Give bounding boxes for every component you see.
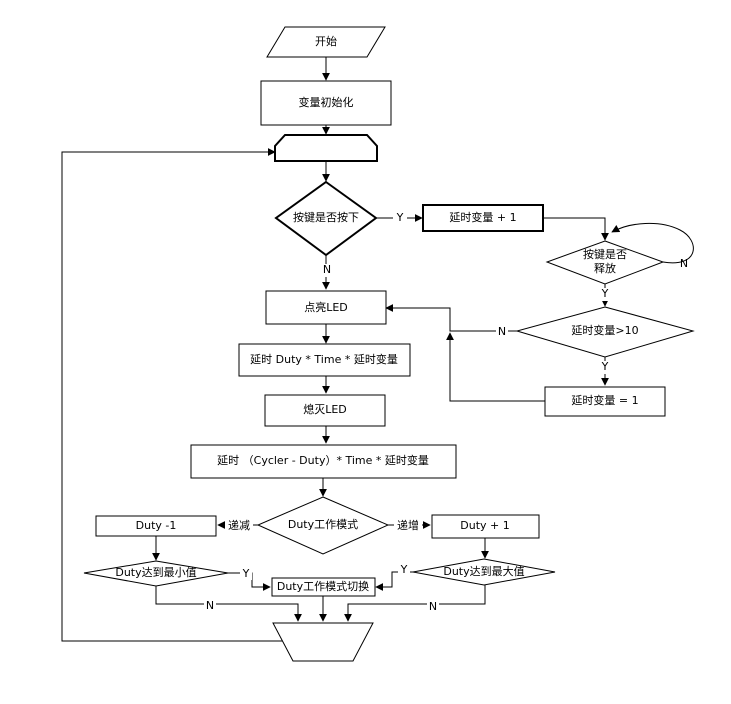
key-pressed-decision: 按键是否按下: [274, 180, 378, 257]
label-key-yes: Y: [396, 211, 404, 224]
start-node: 开始: [266, 26, 386, 58]
duty-dec-label: Duty -1: [136, 519, 177, 532]
key-released-label-2: 释放: [594, 261, 616, 275]
key-released-label-1: 按键是否: [583, 247, 627, 261]
label-released-yes: Y: [601, 287, 609, 300]
led-on-label: 点亮LED: [304, 300, 348, 314]
delay-set1-label: 延时变量 = 1: [571, 393, 638, 407]
label-max-yes: Y: [400, 563, 408, 576]
label-increment: 递增: [397, 518, 419, 532]
duty-mode-label: Duty工作模式: [288, 518, 358, 531]
key-released-decision: 按键是否 释放: [545, 240, 665, 285]
init-label: 变量初始化: [299, 95, 354, 109]
edge-loop-back: [61, 148, 283, 642]
delay-gt10-label: 延时变量>10: [571, 323, 638, 337]
key-pressed-label: 按键是否按下: [293, 210, 359, 224]
label-min-yes: Y: [242, 567, 250, 580]
edge-set1-back: [446, 332, 545, 402]
duty-inc-node: Duty + 1: [431, 514, 540, 539]
duty-max-label: Duty达到最大值: [443, 564, 524, 578]
duty-max-decision: Duty达到最大值: [412, 558, 556, 586]
delay-off-node: 延时 （Cycler - Duty）* Time * 延时变量: [190, 444, 457, 479]
label-gt10-no: N: [498, 325, 506, 338]
loop-end-node: [272, 622, 374, 662]
connectors: [61, 57, 694, 642]
edge-min-no: [155, 586, 302, 622]
mode-switch-node: Duty工作模式切换: [271, 577, 376, 597]
start-label: 开始: [315, 34, 337, 48]
label-min-no: N: [206, 599, 214, 612]
delay-on-label: 延时 Duty * Time * 延时变量: [250, 352, 398, 366]
edge-labels: Y N N Y N Y 递减 递增 Y Y N N: [204, 211, 688, 613]
duty-dec-node: Duty -1: [95, 515, 217, 537]
label-released-no: N: [680, 257, 688, 270]
label-gt10-yes: Y: [601, 360, 609, 373]
delay-inc-label: 延时变量 + 1: [449, 210, 516, 224]
edge-max-no: [344, 585, 486, 622]
edge-gt10-no: [385, 304, 518, 332]
delay-inc-node: 延时变量 + 1: [422, 204, 544, 232]
mode-switch-label: Duty工作模式切换: [277, 579, 369, 593]
delay-on-node: 延时 Duty * Time * 延时变量: [238, 343, 411, 377]
delay-off-label: 延时 （Cycler - Duty）* Time * 延时变量: [217, 453, 429, 467]
edge-inc-released: [543, 217, 609, 241]
led-on-node: 点亮LED: [265, 290, 387, 325]
label-decrement: 递减: [228, 518, 250, 532]
led-off-node: 熄灭LED: [264, 394, 386, 427]
duty-min-decision: Duty达到最小值: [83, 560, 229, 587]
loop-start-node: [274, 134, 378, 162]
edge-released-no: [611, 222, 694, 264]
led-off-label: 熄灭LED: [303, 402, 347, 416]
init-node: 变量初始化: [260, 80, 392, 126]
duty-min-label: Duty达到最小值: [115, 566, 196, 579]
label-max-no: N: [429, 600, 437, 613]
duty-inc-label: Duty + 1: [460, 519, 509, 532]
label-key-no: N: [323, 263, 331, 276]
duty-mode-decision: Duty工作模式: [256, 496, 390, 555]
delay-set1-node: 延时变量 = 1: [544, 386, 666, 417]
delay-gt10-decision: 延时变量>10: [515, 306, 695, 358]
